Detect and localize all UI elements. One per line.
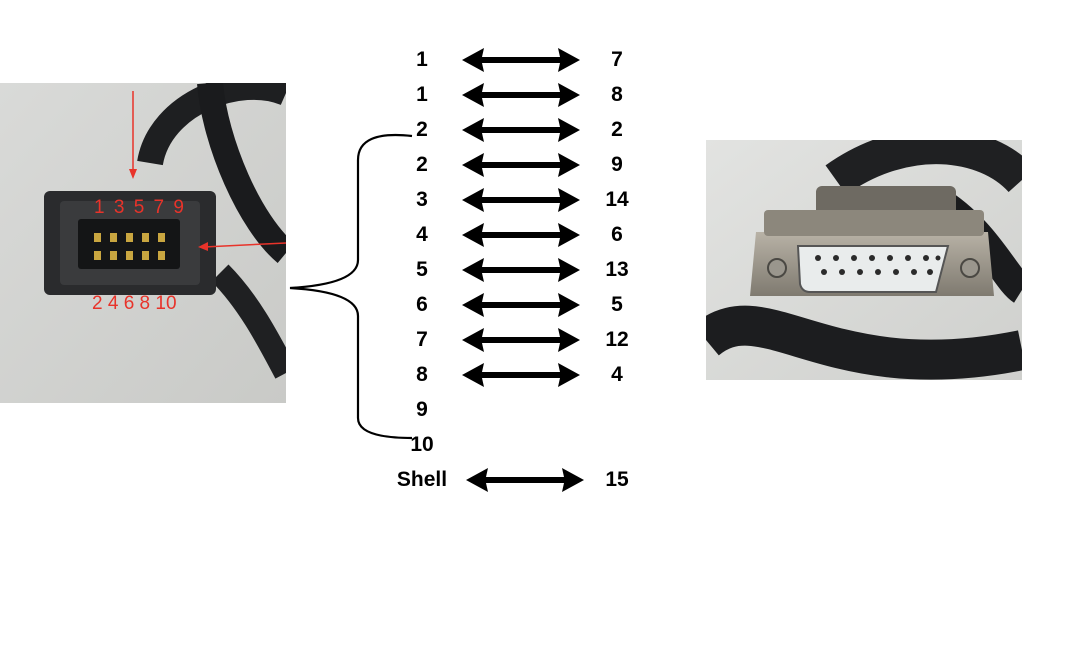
double-arrow-icon: [462, 83, 580, 107]
right-pin-label: 8: [611, 83, 623, 106]
double-arrow-icon: [462, 188, 580, 212]
left-pin-label: 10: [410, 433, 434, 456]
left-pin-label: 4: [416, 223, 428, 246]
right-pin-label: 2: [611, 118, 623, 141]
double-arrow-icon: [462, 48, 580, 72]
db15-connector-photo: [706, 140, 1022, 380]
left-pin-label: 8: [416, 363, 428, 386]
left-pin-label: 7: [416, 328, 428, 351]
double-arrow-icon: [466, 468, 584, 492]
pin-group-brace: [289, 134, 413, 440]
left-pin-label: 1: [416, 83, 428, 106]
right-pin-label: 6: [611, 223, 623, 246]
right-pin-label: 5: [611, 293, 623, 316]
left-pin-label: 6: [416, 293, 428, 316]
left-pin-label: 2: [416, 118, 428, 141]
double-arrow-icon: [462, 118, 580, 142]
left-pin-label: 2: [416, 153, 428, 176]
left-pin-label: 3: [416, 188, 428, 211]
bottom-pin-numbers: 2 4 6 8 10: [92, 293, 177, 314]
right-pin-label: 9: [611, 153, 623, 176]
right-pin-label: 7: [611, 48, 623, 71]
right-pin-label: 13: [605, 258, 629, 281]
left-pin-label: 9: [416, 398, 428, 421]
right-pin-label: 12: [605, 328, 629, 351]
right-pin-label: 4: [611, 363, 623, 386]
left-pin-label: Shell: [396, 468, 448, 491]
right-pin-label: 14: [605, 188, 629, 211]
left-pin-label: 1: [416, 48, 428, 71]
double-arrow-icon: [462, 363, 580, 387]
left-pin-label: 5: [416, 258, 428, 281]
double-arrow-icon: [462, 328, 580, 352]
top-pin-numbers: 1 3 5 7 9: [94, 197, 186, 218]
double-arrow-icon: [462, 153, 580, 177]
right-pin-label: 15: [605, 468, 629, 491]
double-arrow-icon: [462, 223, 580, 247]
double-arrow-icon: [462, 293, 580, 317]
double-arrow-icon: [462, 258, 580, 282]
left-connector-photo: 1 3 5 7 9 2 4 6 8 10: [0, 83, 286, 403]
